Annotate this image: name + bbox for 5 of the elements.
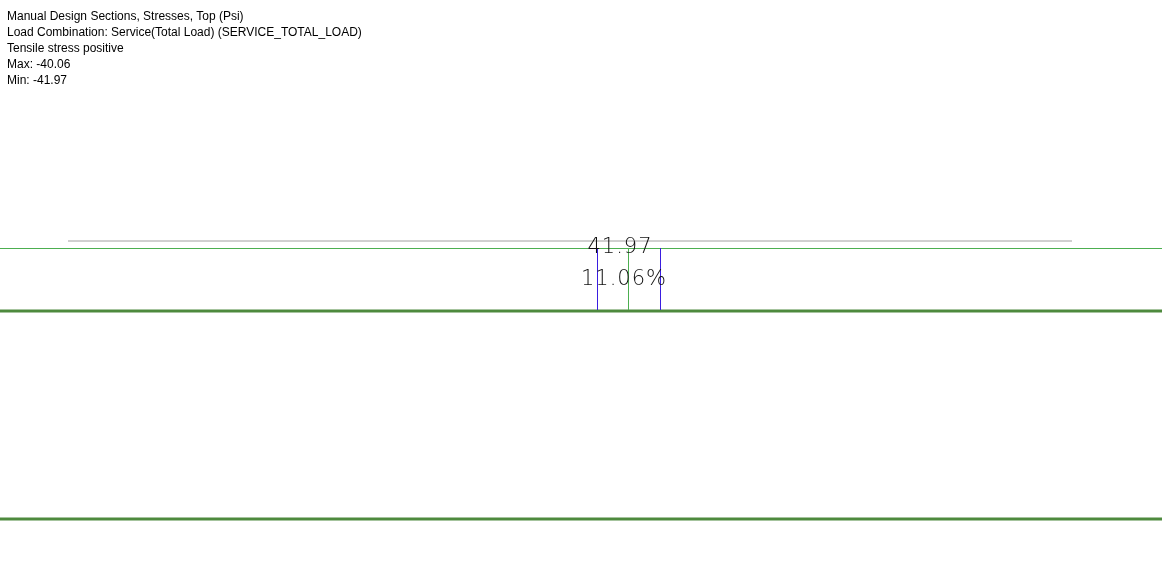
max-value-text: Max: -40.06 <box>7 56 71 72</box>
load-combination-text: Load Combination: Service(Total Load) (SERVICE_TOTAL_LOAD) <box>7 24 362 40</box>
sign-convention-note: Tensile stress positive <box>7 40 124 56</box>
diagram-title: Manual Design Sections, Stresses, Top (Psi) <box>7 8 244 24</box>
min-value-text: Min: -41.97 <box>7 72 68 88</box>
